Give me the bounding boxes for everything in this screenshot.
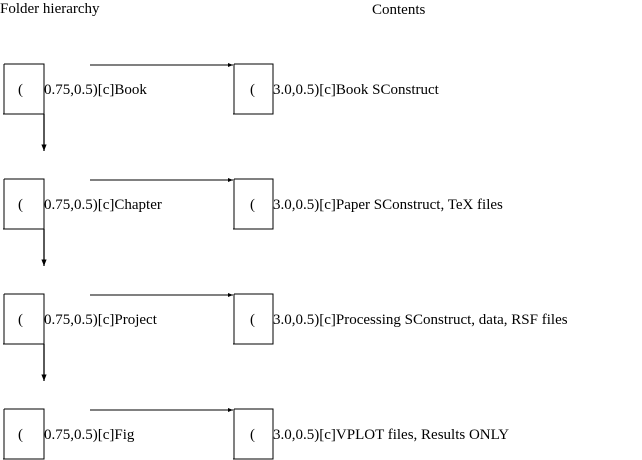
folder-box-glyph: ( xyxy=(18,197,23,213)
folder-label: 0.75,0.5)[c]Book xyxy=(44,82,147,98)
folder-box xyxy=(3,178,45,230)
contents-label: 3.0,0.5)[c]VPLOT files, Results ONLY xyxy=(273,427,509,443)
contents-box-glyph: ( xyxy=(250,197,255,213)
folder-box-glyph: ( xyxy=(18,427,23,443)
contents-box xyxy=(233,178,274,230)
header-folder-hierarchy: Folder hierarchy xyxy=(0,1,100,17)
contents-box-glyph: ( xyxy=(250,427,255,443)
folder-box xyxy=(3,63,45,115)
contents-box xyxy=(233,63,274,115)
folder-label: 0.75,0.5)[c]Fig xyxy=(44,427,135,443)
folder-label: 0.75,0.5)[c]Project xyxy=(44,312,158,328)
folder-label: 0.75,0.5)[c]Chapter xyxy=(44,197,162,213)
contents-box xyxy=(233,408,274,460)
contents-box-glyph: ( xyxy=(250,82,255,98)
contents-label: 3.0,0.5)[c]Book SConstruct xyxy=(273,82,440,98)
folder-box-glyph: ( xyxy=(18,82,23,98)
contents-label: 3.0,0.5)[c]Processing SConstruct, data, … xyxy=(273,312,568,328)
folder-box xyxy=(3,408,45,460)
contents-box-glyph: ( xyxy=(250,312,255,328)
contents-label: 3.0,0.5)[c]Paper SConstruct, TeX files xyxy=(273,197,503,213)
header-contents: Contents xyxy=(372,2,425,18)
folder-box xyxy=(3,293,45,345)
contents-box xyxy=(233,293,274,345)
folder-box-glyph: ( xyxy=(18,312,23,328)
